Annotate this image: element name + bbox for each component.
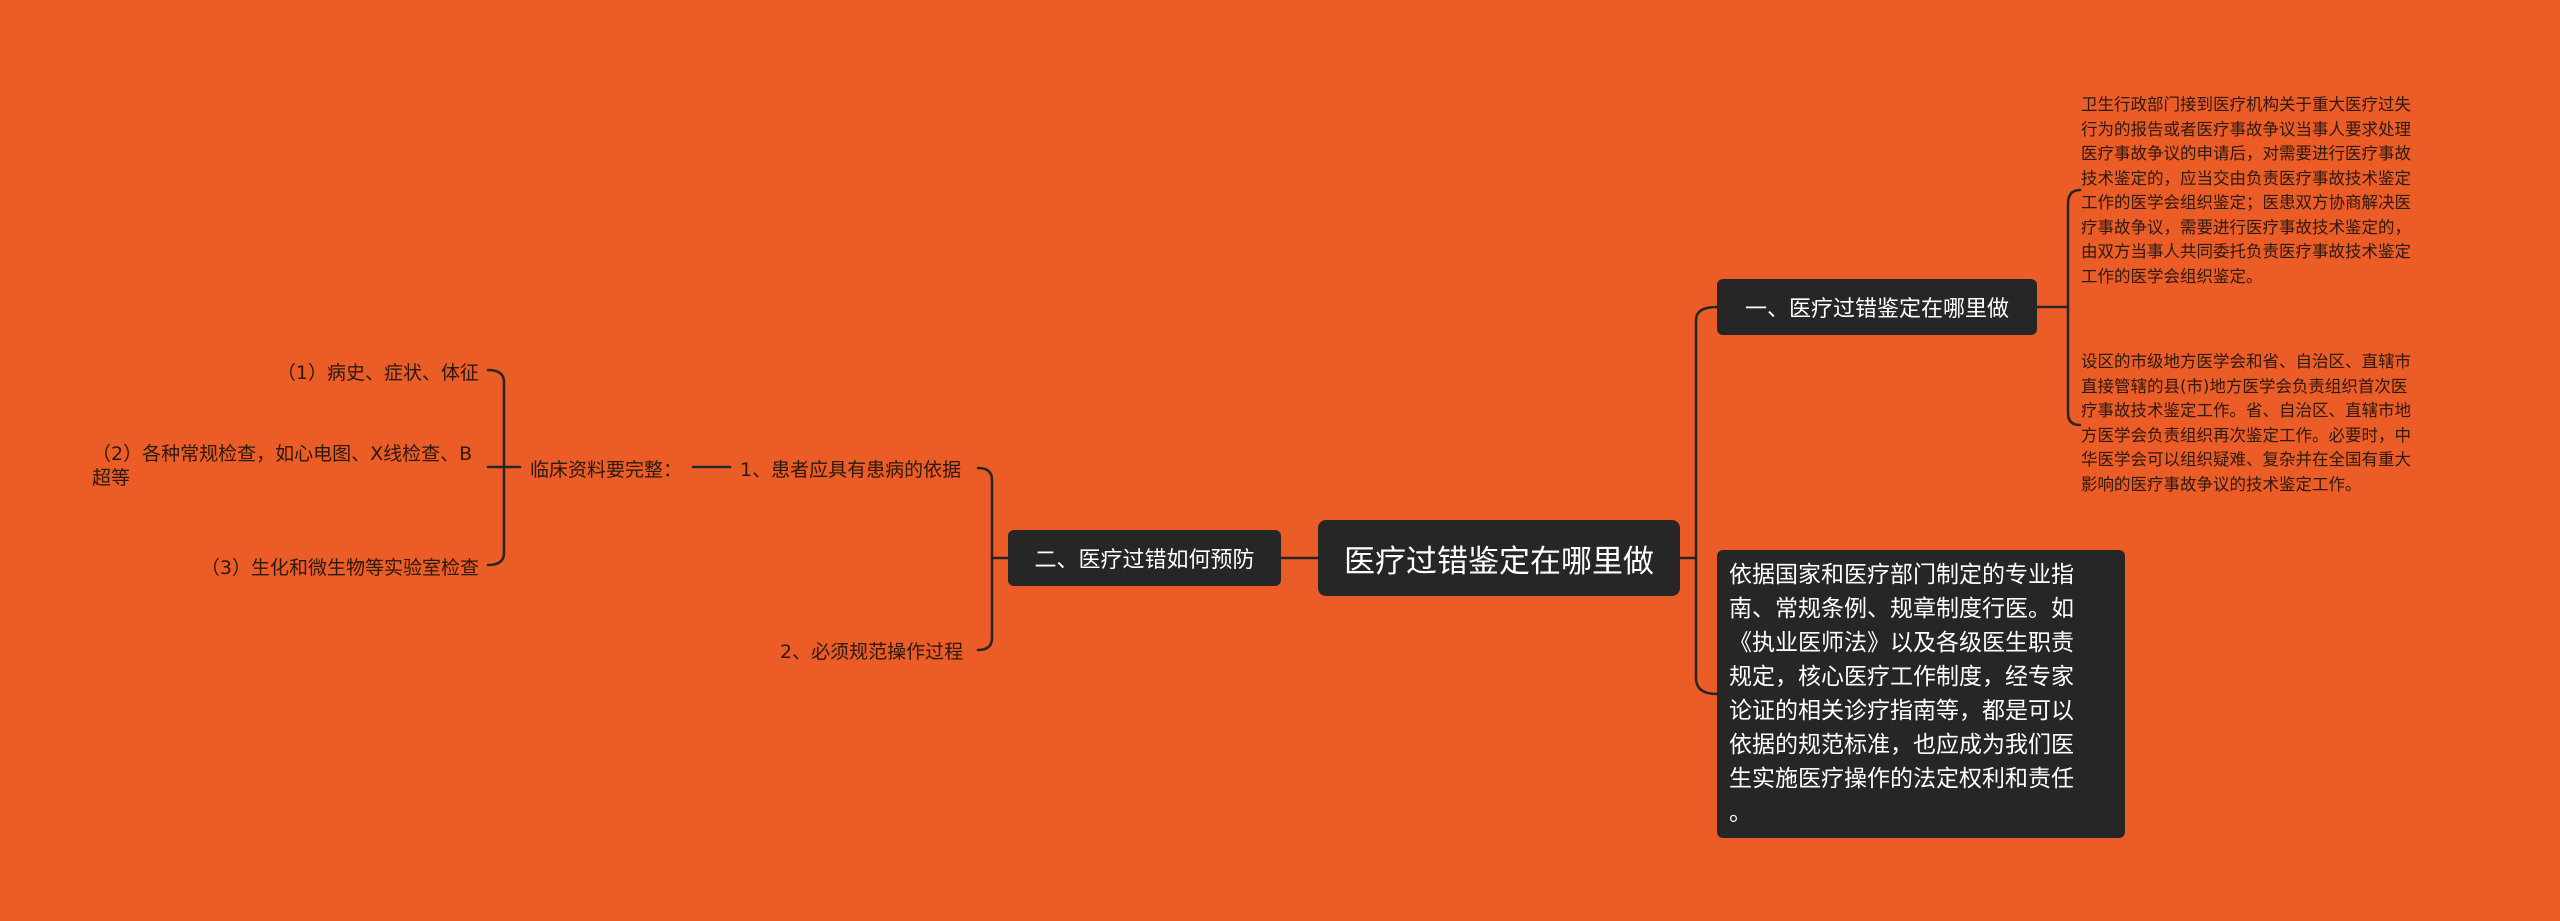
edge-branch-left-trunk [990,478,1010,640]
left-child-2[interactable]: 2、必须规范操作过程 [780,641,964,663]
sublabel-item-1[interactable]: （1）病史、症状、体征 [276,362,479,384]
edge-branch-right-1-bracket [2035,188,2082,427]
edge-root-right-trunk [1678,318,1698,680]
left-child-1-sublabel[interactable]: 临床资料要完整： [530,459,683,481]
sublabel-item-3[interactable]: （3）生化和微生物等实验室检查 [200,557,479,579]
sublabel-item-2[interactable]: （2）各种常规检查，如心电图、X线检查、B 超等 [92,443,473,489]
left-child-1[interactable]: 1、患者应具有患病的依据 [740,459,962,481]
edge-to-item-1 [486,368,506,384]
branch-right-1[interactable]: 一、医疗过错鉴定在哪里做 [1717,279,2037,335]
branch-left[interactable]: 二、医疗过错如何预防 [1008,530,1281,586]
edge-to-left-child-2 [976,636,994,652]
edge-to-branch-right-1 [1694,305,1719,322]
root-node-label: 医疗过错鉴定在哪里做 [1344,543,1654,580]
branch-right-1-child-1[interactable]: 卫生行政部门接到医疗机构关于重大医疗过失 行为的报告或者医疗事故争议当事人要求处… [2081,95,2411,286]
branch-right-1-label: 一、医疗过错鉴定在哪里做 [1744,297,2009,322]
edge-to-branch-right-2 [1694,676,1719,696]
root-node[interactable]: 医疗过错鉴定在哪里做 [1318,520,1680,596]
branch-right-2[interactable]: 依据国家和医疗部门制定的专业指 南、常规条例、规章制度行医。如 《执业医师法》以… [1717,550,2125,838]
branch-right-1-child-2[interactable]: 设区的市级地方医学会和省、自治区、直辖市 直接管辖的县(市)地方医学会负责组织首… [2081,352,2411,494]
edge-to-left-child-1 [976,466,994,482]
edge-to-item-3 [486,551,506,567]
edge-sublabel-trunk [502,380,522,555]
branch-right-2-text: 依据国家和医疗部门制定的专业指 南、常规条例、规章制度行医。如 《执业医师法》以… [1729,562,2074,826]
branch-left-label: 二、医疗过错如何预防 [1034,548,1255,573]
